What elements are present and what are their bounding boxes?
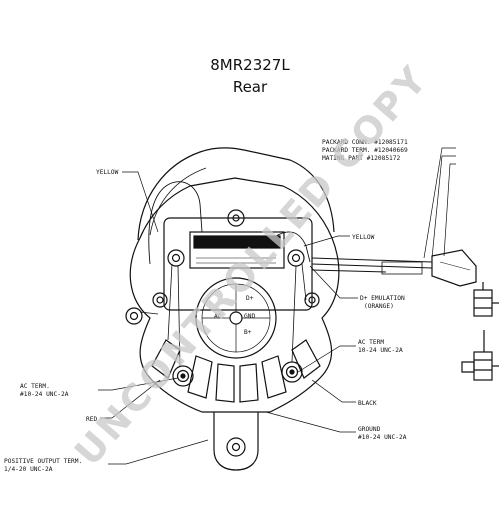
bottom-lug-hole [226, 437, 246, 457]
watermark-text: UNCONTROLLED COPY [66, 57, 437, 474]
harness-wire-3 [311, 269, 387, 273]
top-screw [227, 209, 245, 227]
label-positive-output: POSITIVE OUTPUT TERM. [4, 458, 82, 465]
vent-slot [187, 355, 213, 399]
part-number-title: 8MR2327L [210, 56, 290, 74]
packard-connector [431, 249, 477, 287]
vent-slot [215, 363, 235, 403]
label-d-plus-orange: (ORANGE) [364, 303, 394, 310]
mounting-ear [137, 147, 335, 241]
ac-terminal-left [172, 365, 194, 387]
terminal-right-mid [304, 292, 320, 308]
face-label-gnd: GND [244, 313, 255, 320]
harness-wire-2 [311, 263, 433, 269]
label-ground-thread: #10-24 UNC-2A [358, 434, 407, 441]
face-label-b-plus: B+ [244, 329, 252, 336]
label-packard-conn: PACKARD CONN. #12085171 [322, 139, 408, 146]
terminal-left-mid [152, 292, 168, 308]
label-ac-term-right-thread: 10-24 UNC-2A [358, 347, 403, 354]
label-ac-term-left-thread: #10-24 UNC-2A [20, 391, 69, 398]
label-positive-output-thread: 1/4-20 UNC-2A [4, 466, 53, 473]
vent-slot [151, 339, 181, 379]
label-yellow-top-left: YELLOW [96, 169, 119, 176]
label-red: RED [86, 416, 97, 423]
housing-outline [129, 177, 340, 413]
label-black: BLACK [358, 400, 377, 407]
ac-terminal-right [281, 361, 303, 383]
label-ac-term-left: AC TERM. [20, 383, 50, 390]
yellow-wire-right [275, 231, 311, 263]
label-mating-part: MATING PART #12085172 [322, 155, 401, 162]
positive-output-terminal [125, 307, 143, 325]
view-subtitle: Rear [232, 78, 268, 96]
face-label-ac: AC [214, 313, 222, 320]
bottom-lug [213, 412, 259, 471]
label-yellow-right: YELLOW [352, 234, 375, 241]
packard-plug-lower [461, 330, 499, 381]
vent-slot [291, 339, 321, 379]
label-ground: GROUND [358, 426, 381, 433]
vent-slot [239, 363, 259, 403]
label-ac-term-right: AC TERM [358, 339, 384, 346]
label-d-plus-emulation: D+ EMULATION [360, 295, 405, 302]
connector-face [195, 277, 277, 359]
harness-wire-1 [311, 257, 433, 263]
nameplate [193, 235, 281, 249]
yellow-wire-loop [148, 181, 203, 265]
regulator-screw-left [167, 249, 185, 267]
vent-slot [261, 355, 287, 399]
face-label-d-plus: D+ [246, 295, 254, 302]
label-packard-term: PACKARD TERM. #12040669 [322, 147, 408, 154]
packard-plug-upper [473, 282, 499, 317]
